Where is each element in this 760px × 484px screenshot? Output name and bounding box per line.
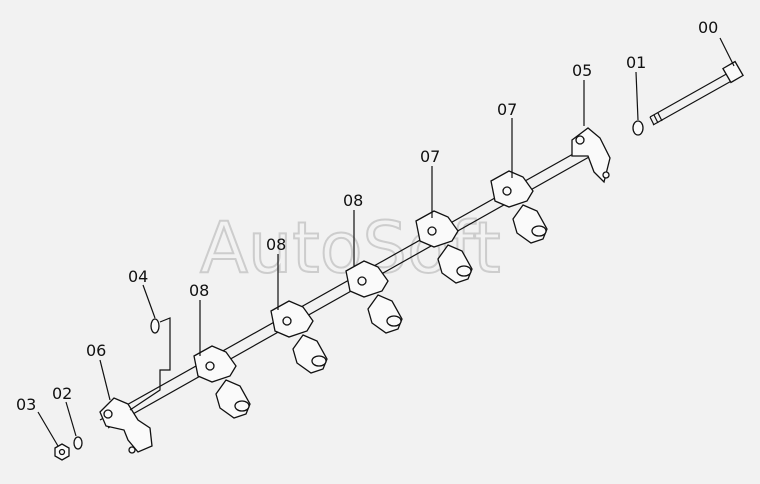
leader-lines xyxy=(37,37,735,447)
washer-part-02 xyxy=(73,436,83,450)
bracket-part-05 xyxy=(571,127,611,184)
rocker-arm-4 xyxy=(270,300,328,374)
rocker-arm-1 xyxy=(490,170,548,244)
part-labels: 00 01 05 07 07 08 08 08 04 06 02 03 xyxy=(16,18,718,414)
bolt-part-00 xyxy=(649,60,744,126)
nut-part-03 xyxy=(54,443,70,461)
label-08-middle: 08 xyxy=(266,235,286,254)
rocker-arm-2 xyxy=(415,210,473,284)
rocker-arm-3 xyxy=(345,260,403,334)
label-06: 06 xyxy=(86,341,106,360)
label-07-lower: 07 xyxy=(420,147,440,166)
washer-part-01 xyxy=(632,120,644,136)
bracket-part-06 xyxy=(99,397,153,454)
label-04: 04 xyxy=(128,267,148,286)
ring-part-04 xyxy=(150,318,160,334)
label-00: 00 xyxy=(698,18,718,37)
label-07-upper: 07 xyxy=(497,100,517,119)
label-03: 03 xyxy=(16,395,36,414)
label-01: 01 xyxy=(626,53,646,72)
label-02: 02 xyxy=(52,384,72,403)
label-08-upper: 08 xyxy=(343,191,363,210)
label-05: 05 xyxy=(572,61,592,80)
label-08-lower: 08 xyxy=(189,281,209,300)
rocker-arm-5 xyxy=(193,345,251,419)
